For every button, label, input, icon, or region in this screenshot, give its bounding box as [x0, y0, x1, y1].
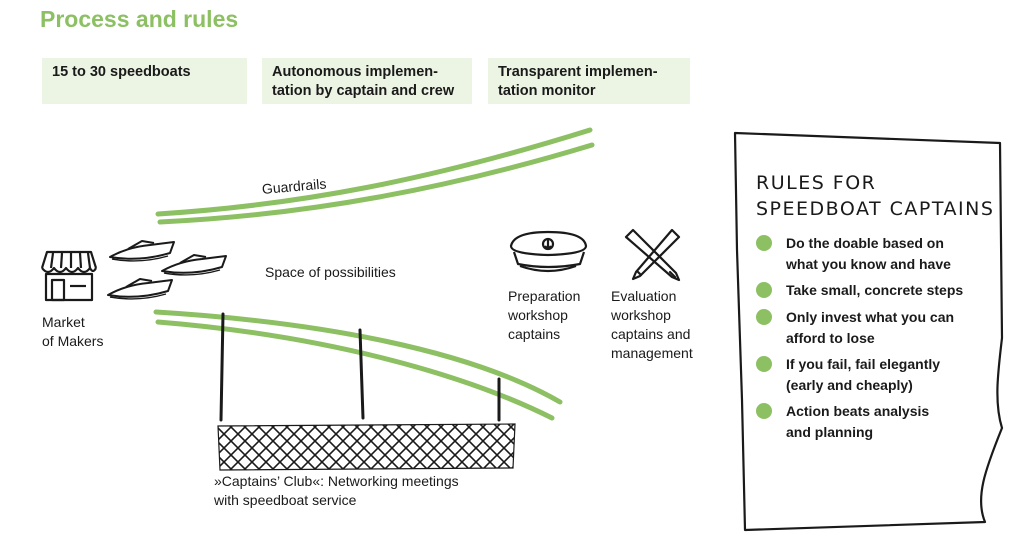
- rule-bullet-icon: [756, 403, 772, 419]
- guardrail-upper: [155, 127, 595, 225]
- rules-heading: RULES FOR SPEEDBOAT CAPTAINS: [756, 170, 994, 222]
- rule-bullet-icon: [756, 356, 772, 372]
- net-posts: [219, 312, 501, 422]
- evaluation-label-line: management: [611, 345, 693, 361]
- captains-club-line: »Captains’ Club«: Networking meetings: [214, 473, 459, 489]
- rule-bullet-icon: [756, 309, 772, 325]
- header-box-line: Transparent implemen-: [498, 64, 658, 80]
- evaluation-workshop-label: Evaluation workshop captains and managem…: [611, 287, 693, 363]
- header-box-line: Autonomous implemen-: [272, 64, 438, 80]
- rule-item-line: (early and cheaply): [786, 377, 913, 393]
- preparation-label-line: Preparation: [508, 288, 581, 304]
- captains-club-label: »Captains’ Club«: Networking meetings wi…: [214, 472, 459, 510]
- page-title: Process and rules: [40, 6, 239, 32]
- evaluation-label-line: captains and: [611, 326, 691, 342]
- header-box-autonomous: Autonomous implemen- tation by captain a…: [262, 58, 472, 104]
- rule-item-line: Action beats analysis: [786, 403, 930, 419]
- rule-bullet-icon: [756, 235, 772, 251]
- market-of-makers-label: Market of Makers: [42, 313, 103, 351]
- rule-item-line: Only invest what you can: [786, 309, 955, 325]
- header-box-monitor: Transparent implemen- tation monitor: [488, 58, 690, 104]
- market-stall-icon: [40, 250, 98, 302]
- rules-heading-line: RULES FOR: [756, 172, 877, 194]
- rules-heading-line: SPEEDBOAT CAPTAINS: [756, 198, 995, 220]
- rule-item-line: what you know and have: [786, 256, 951, 272]
- rule-item-line: If you fail, fail elegantly: [786, 356, 941, 372]
- speedboat-icon: [109, 240, 175, 262]
- speedboat-icon: [161, 254, 227, 276]
- rule-bullet-icon: [756, 282, 772, 298]
- evaluation-label-line: workshop: [611, 307, 671, 323]
- preparation-label-line: captains: [508, 326, 561, 342]
- safety-net: [217, 423, 516, 471]
- preparation-workshop-label: Preparation workshop captains: [508, 287, 580, 344]
- evaluation-label-line: Evaluation: [611, 288, 677, 304]
- rule-item-line: Take small, concrete steps: [786, 282, 964, 298]
- header-box-speedboats: 15 to 30 speedboats: [42, 58, 247, 104]
- speedboat-icon: [107, 278, 173, 300]
- rule-item-line: afford to lose: [786, 330, 875, 346]
- rules-paper: [733, 131, 1004, 532]
- header-box-line: 15 to 30 speedboats: [52, 64, 191, 80]
- rule-item-line: and planning: [786, 424, 874, 440]
- market-label-line: of Makers: [42, 333, 104, 349]
- captain-hat-icon: [509, 230, 588, 273]
- captains-club-line: with speedboat service: [214, 492, 357, 508]
- preparation-label-line: workshop: [508, 307, 568, 323]
- header-box-line: tation by captain and crew: [272, 83, 455, 99]
- space-of-possibilities-label: Space of possibilities: [265, 264, 396, 280]
- rule-item-line: Do the doable based on: [786, 235, 944, 251]
- market-label-line: Market: [42, 314, 85, 330]
- pencil-cross-icon: [624, 228, 681, 282]
- header-box-line: tation monitor: [498, 83, 596, 99]
